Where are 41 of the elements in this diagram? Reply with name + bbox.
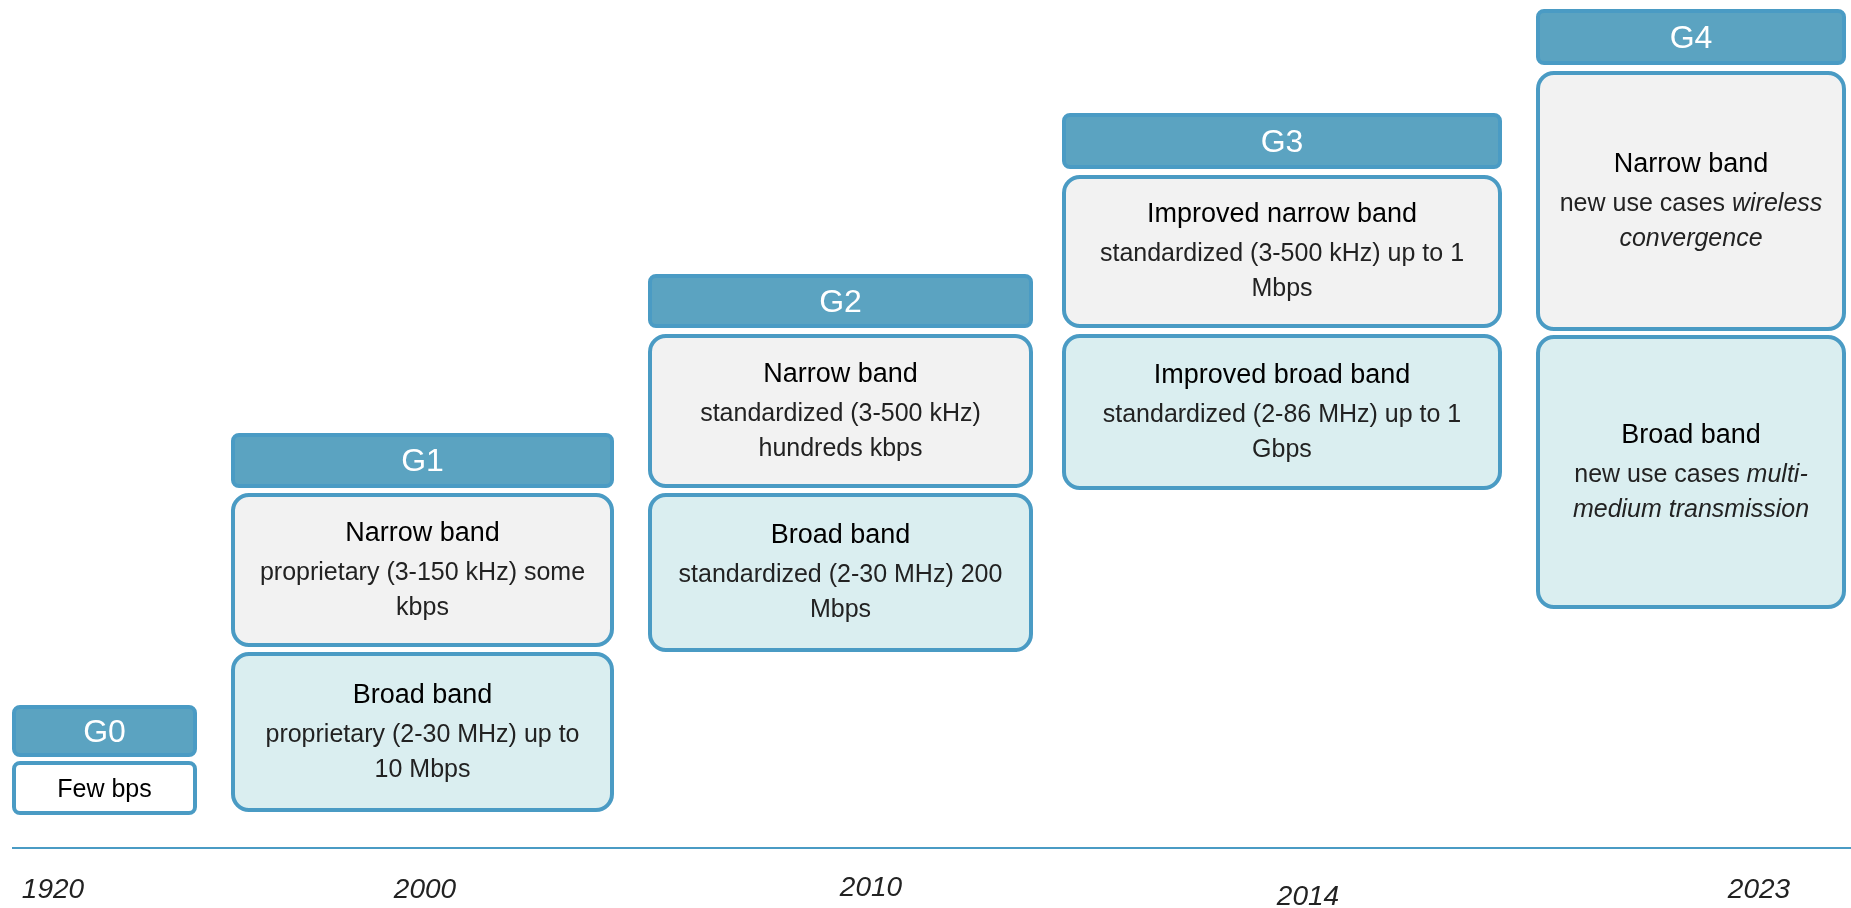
box-text: G3 — [1260, 122, 1304, 160]
band-title: Improved broad band — [1153, 358, 1411, 390]
band-description: standardized (2-86 MHz) up to 1 Gbps — [1101, 397, 1463, 464]
band-title: Narrow band — [1613, 147, 1769, 179]
generation-header — [231, 433, 614, 488]
band-title: Broad band — [1621, 418, 1761, 450]
band-title: Narrow band — [345, 516, 500, 548]
broad-band-box — [1536, 335, 1846, 609]
band-description: new use cases wireless convergence — [1558, 186, 1824, 253]
generation-header — [648, 274, 1033, 328]
box-text: G4 — [1669, 18, 1713, 56]
broad-band-box — [1062, 334, 1502, 490]
year-label: 2014 — [1276, 880, 1340, 908]
year-label: 1920 — [21, 873, 85, 905]
broad-band-box — [648, 493, 1033, 652]
data-rate-box — [12, 761, 197, 815]
band-title: Narrow band — [763, 357, 918, 389]
band-description: proprietary (3-150 kHz) some kbps — [258, 555, 587, 622]
year-label: 2023 — [1727, 873, 1791, 905]
year-label: 2000 — [393, 873, 457, 905]
band-description: standardized (3-500 kHz) up to 1 Mbps — [1098, 237, 1466, 303]
broad-band-box — [231, 652, 614, 812]
box-text: G1 — [401, 442, 444, 479]
generation-header — [1062, 113, 1502, 169]
box-text: G0 — [83, 712, 126, 750]
band-title: Broad band — [770, 519, 911, 550]
band-description: proprietary (2-30 MHz) up to 10 Mbps — [264, 717, 581, 784]
band-title: Improved narrow band — [1146, 198, 1418, 229]
box-text: G2 — [819, 282, 862, 320]
box-text: Few bps — [57, 773, 152, 803]
generation-header — [12, 705, 197, 757]
generation-header — [1536, 9, 1846, 65]
narrow-band-box — [1062, 175, 1502, 328]
band-description: standardized (3-500 kHz) hundreds kbps — [699, 396, 982, 463]
band-description: standardized (2-30 MHz) 200 Mbps — [677, 558, 1004, 624]
year-label: 2010 — [839, 871, 903, 903]
band-title: Broad band — [352, 678, 493, 710]
narrow-band-box — [648, 334, 1033, 488]
narrow-band-box — [1536, 71, 1846, 331]
narrow-band-box — [231, 493, 614, 647]
band-description: new use cases multi-medium transmission — [1571, 457, 1811, 524]
